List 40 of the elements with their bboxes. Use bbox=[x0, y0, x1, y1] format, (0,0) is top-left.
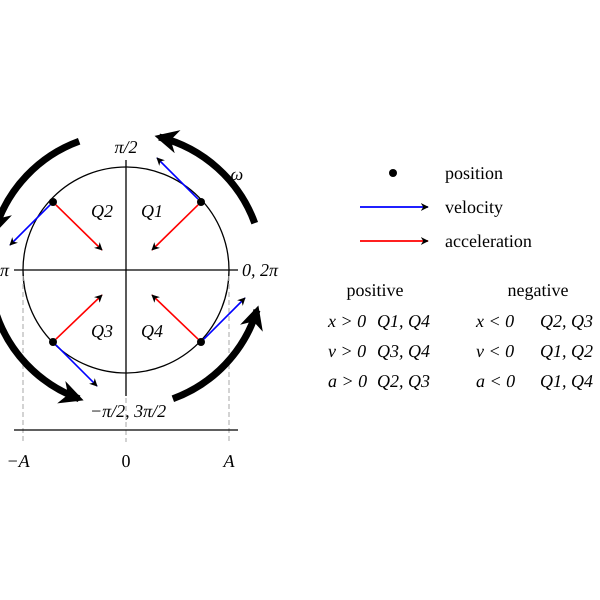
legend-label: position bbox=[445, 164, 504, 182]
legend-label: velocity bbox=[445, 198, 503, 216]
velocity-arrow bbox=[9, 204, 51, 246]
quadrant-list: Q3, Q4 bbox=[377, 342, 430, 360]
sign-condition: x > 0 bbox=[328, 312, 366, 330]
quadrant-label: Q2 bbox=[91, 202, 113, 220]
sign-condition: v < 0 bbox=[476, 342, 514, 360]
sign-condition: a > 0 bbox=[328, 372, 368, 390]
angle-label: π/2 bbox=[114, 138, 138, 156]
position-dot bbox=[49, 198, 57, 206]
quadrant-list: Q1, Q2 bbox=[540, 342, 593, 360]
quadrant-label: Q4 bbox=[141, 322, 163, 340]
acceleration-arrow bbox=[151, 294, 199, 340]
quadrant-list: Q2, Q3 bbox=[540, 312, 593, 330]
position-dot bbox=[49, 338, 57, 346]
acceleration-arrow bbox=[55, 294, 103, 340]
position-dot bbox=[197, 198, 205, 206]
velocity-arrow bbox=[55, 344, 98, 387]
sign-condition: v > 0 bbox=[328, 342, 366, 360]
quadrant-list: Q2, Q3 bbox=[377, 372, 430, 390]
column-heading: negative bbox=[508, 281, 568, 299]
angle-label: −π/2, 3π/2 bbox=[90, 402, 166, 420]
sign-condition: x < 0 bbox=[476, 312, 514, 330]
acceleration-arrow bbox=[55, 204, 103, 251]
velocity-arrow bbox=[203, 297, 246, 340]
axis-tick-label: 0 bbox=[122, 452, 130, 470]
acceleration-arrow bbox=[151, 204, 199, 251]
quadrant-list: Q1, Q4 bbox=[540, 372, 593, 390]
position-dot bbox=[197, 338, 205, 346]
axis-tick-label: A bbox=[224, 452, 234, 470]
sign-condition: a < 0 bbox=[476, 372, 516, 390]
column-heading: positive bbox=[346, 281, 404, 299]
angle-label: π bbox=[0, 261, 10, 279]
quadrant-label: Q1 bbox=[141, 202, 163, 220]
axis-tick-label: −A bbox=[6, 452, 30, 470]
quadrant-list: Q1, Q4 bbox=[377, 312, 430, 330]
legend-label: acceleration bbox=[445, 232, 532, 250]
velocity-arrow bbox=[156, 157, 199, 200]
angle-label: 0, 2π bbox=[242, 261, 278, 279]
quadrant-label: Q3 bbox=[91, 322, 113, 340]
